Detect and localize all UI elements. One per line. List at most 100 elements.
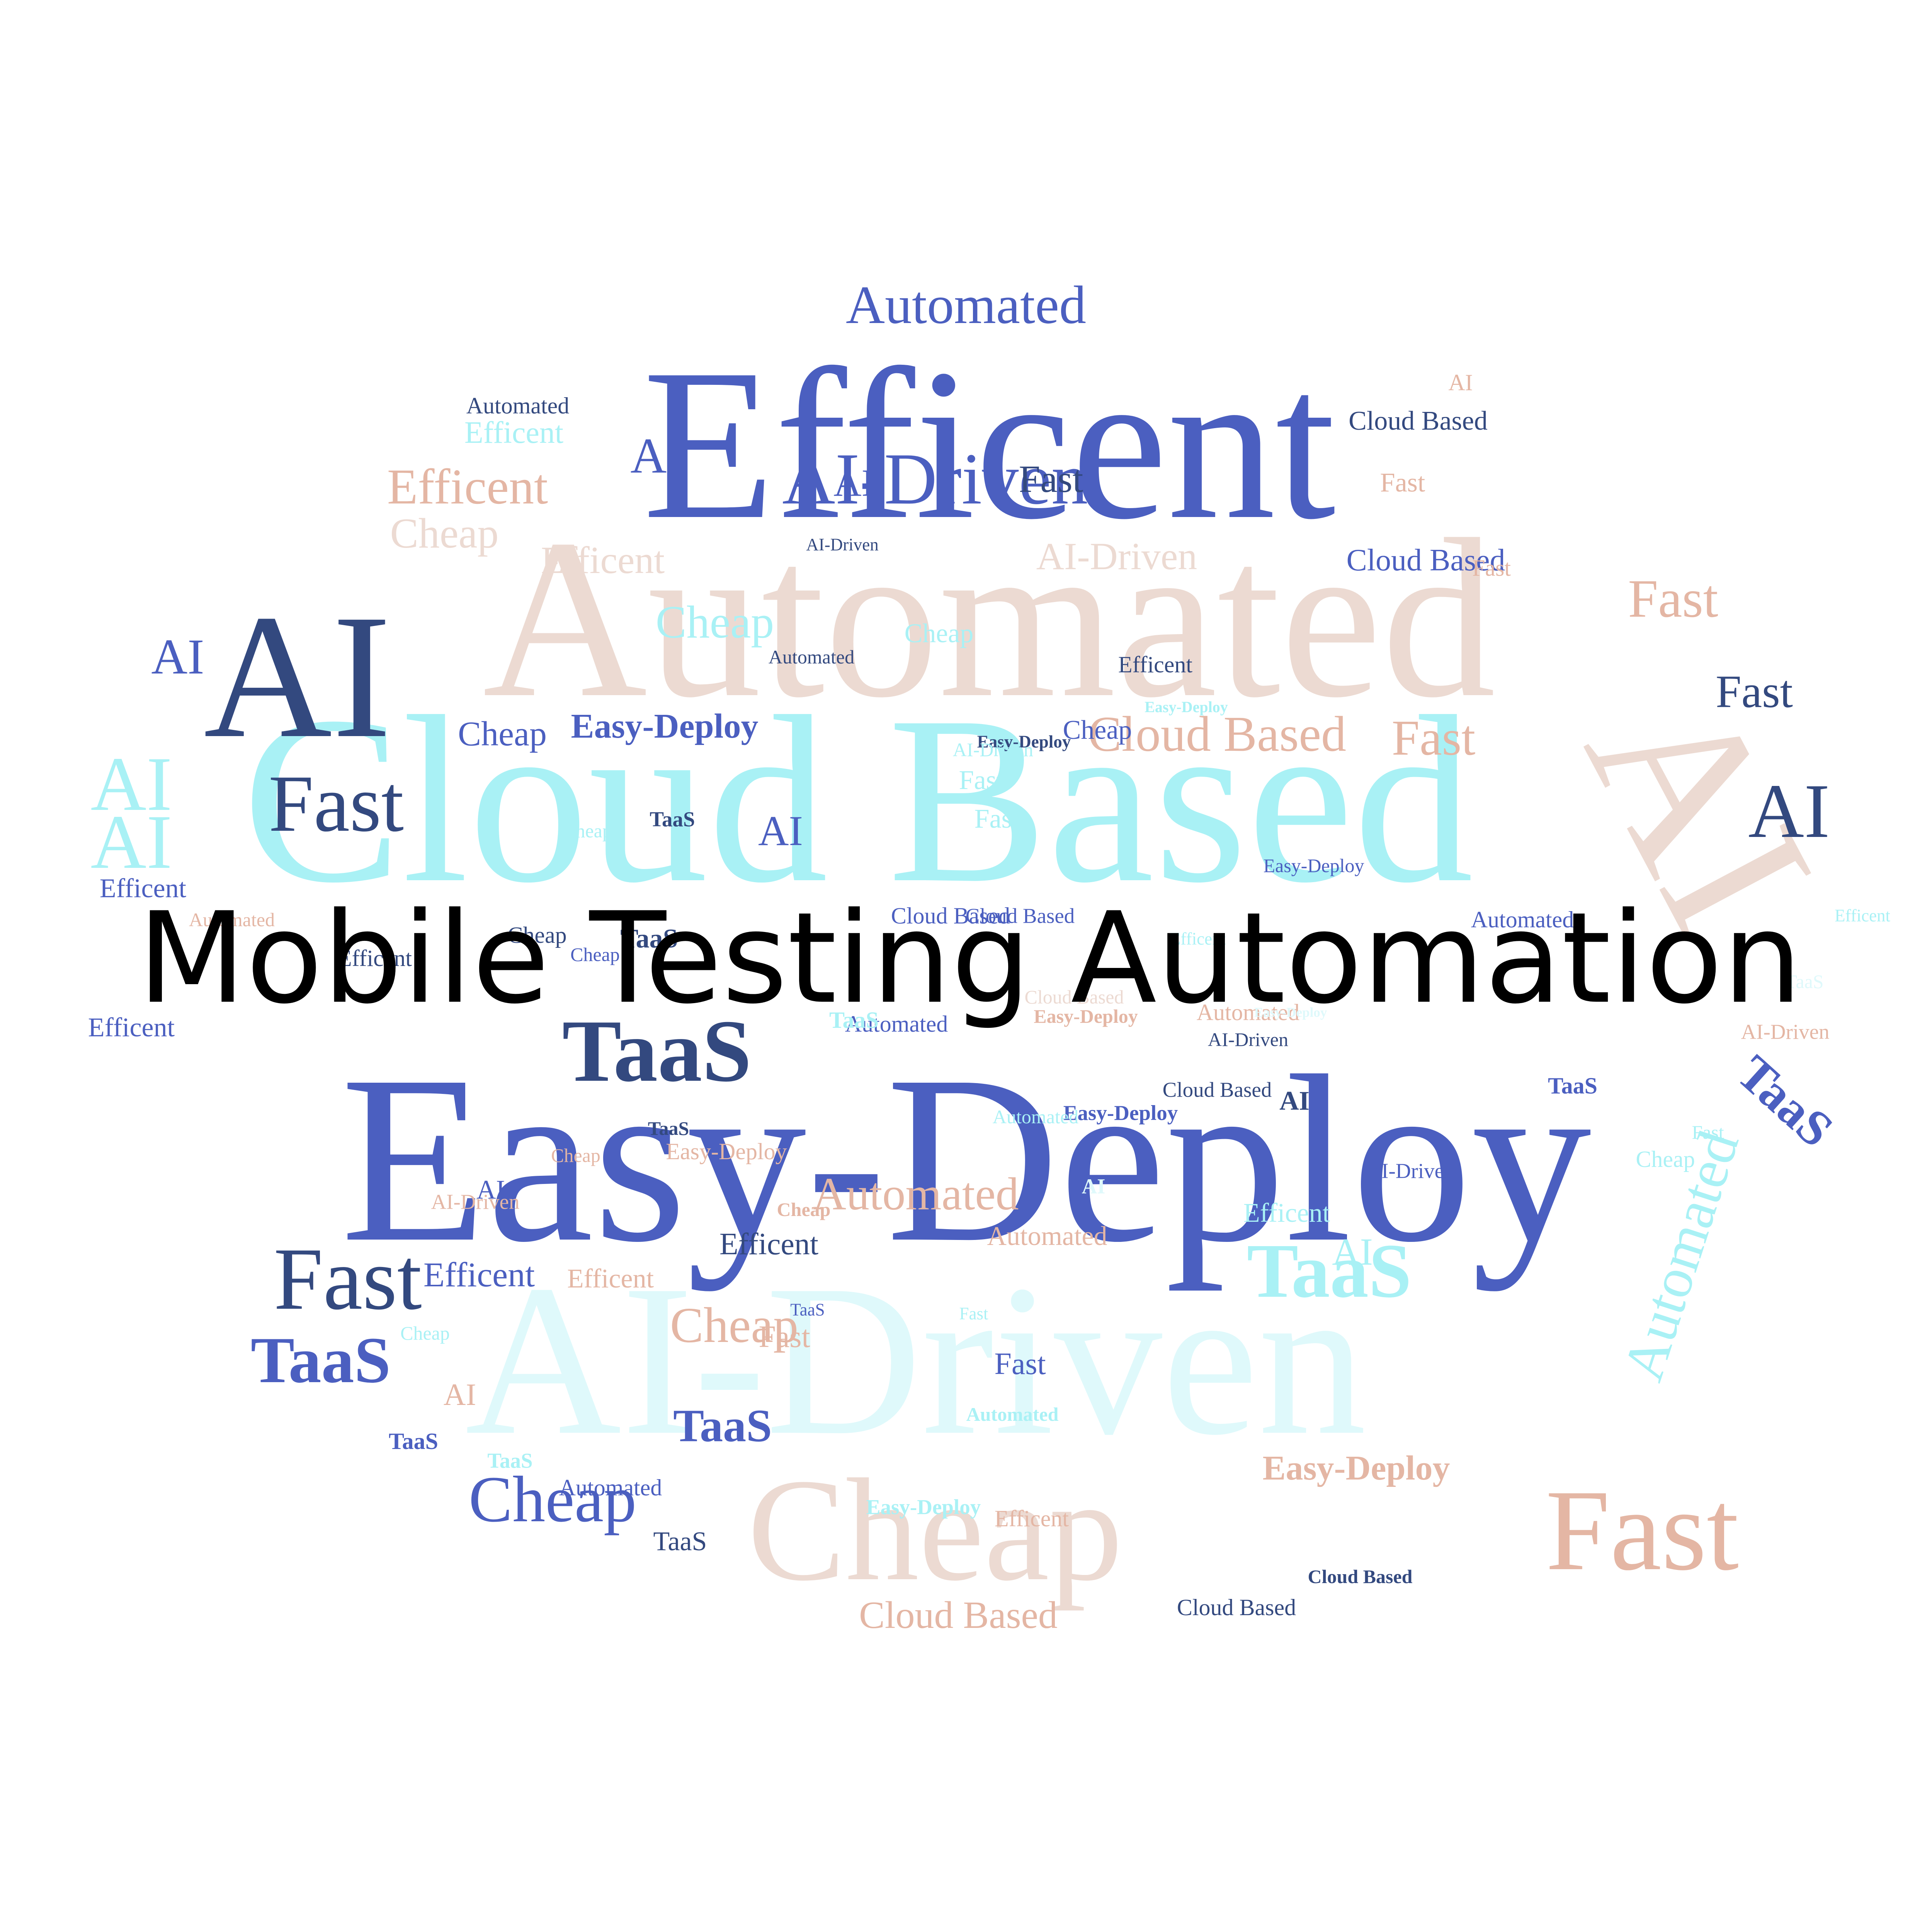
cloud-word: Fast [274,1230,422,1328]
cloud-word: Automated [845,275,1087,335]
cloud-word: Efficent [719,1227,819,1261]
cloud-word: AI [1279,1086,1310,1116]
cloud-word: Efficent [643,325,1336,564]
cloud-word: Automated [559,1475,662,1500]
cloud-word: Cheap [747,1449,1123,1611]
cloud-word: AI-Driven [1741,1020,1830,1044]
cloud-word: Easy-Deploy [977,732,1071,752]
cloud-word: Automated [813,1168,1019,1219]
cloud-word: Cheap [458,715,547,753]
cloud-word: AI [476,1175,505,1205]
cloud-word: Efficent [88,1013,175,1043]
cloud-word: Cheap [390,510,499,557]
cloud-word: Cloud Based [1024,986,1124,1008]
cloud-word: TaaS [829,1007,879,1033]
cloud-word: TaaS [790,1300,825,1320]
cloud-word: AI-Driven [465,1240,1367,1480]
cloud-word: Fast [959,765,1004,795]
cloud-word: Easy-Deploy [1263,855,1364,876]
cloud-word: TaaS [1726,1044,1844,1158]
cloud-word: TaaS [648,1117,689,1139]
cloud-word: AI [204,578,391,775]
cloud-word: Cheap [570,944,620,965]
cloud-word: Cheap [468,1463,637,1536]
cloud-word: Cloud Based [965,904,1075,928]
cloud-word: Automated [845,1011,948,1037]
cloud-word: Easy-Deploy [1063,1101,1178,1125]
cloud-word: Cheap [670,1298,799,1353]
cloud-word: Cloud Based [1308,1566,1413,1587]
cloud-word: Easy-Deploy [571,707,759,745]
cloud-word: Fast [1019,457,1083,500]
cloud-word: Fast [268,759,404,849]
cloud-word: Easy-Deploy [666,1139,787,1164]
cloud-word: Efficent [994,1506,1069,1531]
cloud-word: AI-Driven [952,739,1034,760]
cloud-word: Easy-Deploy [866,1495,981,1519]
cloud-word: Fast [1380,468,1425,498]
cloud-word: Easy-Deploy [340,1027,1592,1292]
cloud-word: Cloud Based [1346,543,1505,577]
cloud-word: TaaS [250,1324,391,1396]
cloud-word: Efficent [1118,652,1193,677]
cloud-word: Cheap [1636,1146,1695,1172]
cloud-word: AI [443,1378,476,1412]
cloud-word: Fast [974,804,1020,834]
cloud-word: Cheap [551,1145,600,1166]
cloud-word: Automated [768,646,855,668]
cloud-word: AI [1448,370,1473,395]
cloud-word: AI-Driven [1366,1159,1455,1183]
cloud-word: Efficent [99,874,187,903]
cloud-word: Fast [1472,555,1511,581]
cloud-word: Easy-Deploy [1262,1449,1450,1487]
headline: Mobile Testing Automation [137,885,1803,1032]
cloud-word: AI [1748,769,1830,854]
cloud-word: Automated [987,1221,1107,1251]
cloud-word: Efficent [464,416,564,450]
cloud-word: TaaS [650,807,695,831]
cloud-word: TaaS [562,1002,752,1100]
cloud-word: Fast [1391,710,1476,766]
cloud-word: Automated [992,1106,1079,1128]
cloud-word: Efficent [423,1256,535,1294]
cloud-word: Efficent [1170,929,1226,949]
cloud-word: Fast [759,1320,810,1354]
cloud-word: Cloud Based [1177,1595,1296,1620]
cloud-word: TaaS [620,924,678,954]
cloud-word: Fast [994,1347,1046,1381]
cloud-word: AI [90,799,172,885]
cloud-word: TaaS [487,1449,533,1473]
cloud-word: Efficent [1834,906,1891,925]
cloud-word: Efficent [337,946,412,971]
cloud-word: Cheap [563,820,612,842]
cloud-word: Easy-Deploy [1254,1005,1327,1020]
cloud-word: Fast [959,1304,988,1323]
cloud-word: Cheap [777,1199,831,1220]
cloud-word: Fast [1715,666,1793,717]
cloud-word: Cheap [904,619,974,648]
cloud-word: Cheap [1063,715,1132,745]
cloud-word: Cheap [400,1322,450,1344]
cloud-word: AI-Driven [782,439,1088,520]
cloud-word: Efficent [1243,1198,1330,1228]
cloud-word: Automated [483,492,1496,745]
cloud-word: TaaS [1247,1228,1412,1314]
cloud-word: Cheap [507,922,567,948]
cloud-word: TaaS [653,1527,707,1556]
cloud-word: Fast [1692,1121,1724,1143]
cloud-word: Cloud Based [891,903,1010,929]
cloud-word: Automated [966,1403,1059,1425]
cloud-word: Cloud Based [242,667,1473,932]
cloud-word: AI [758,807,803,854]
cloud-word: Cloud Based [859,1594,1058,1636]
cloud-word: AI-Driven [806,535,879,554]
cloud-word: AI [1332,1230,1373,1273]
cloud-word: TaaS [1785,971,1824,992]
cloud-word: TaaS [673,1400,772,1451]
cloud-word: TaaS [389,1429,438,1454]
cloud-word: Easy-Deploy [1034,1005,1138,1027]
cloud-word: Cloud Based [1162,1078,1272,1102]
cloud-word: Fast [1628,569,1718,629]
cloud-word: Easy-Deploy [1145,698,1228,716]
